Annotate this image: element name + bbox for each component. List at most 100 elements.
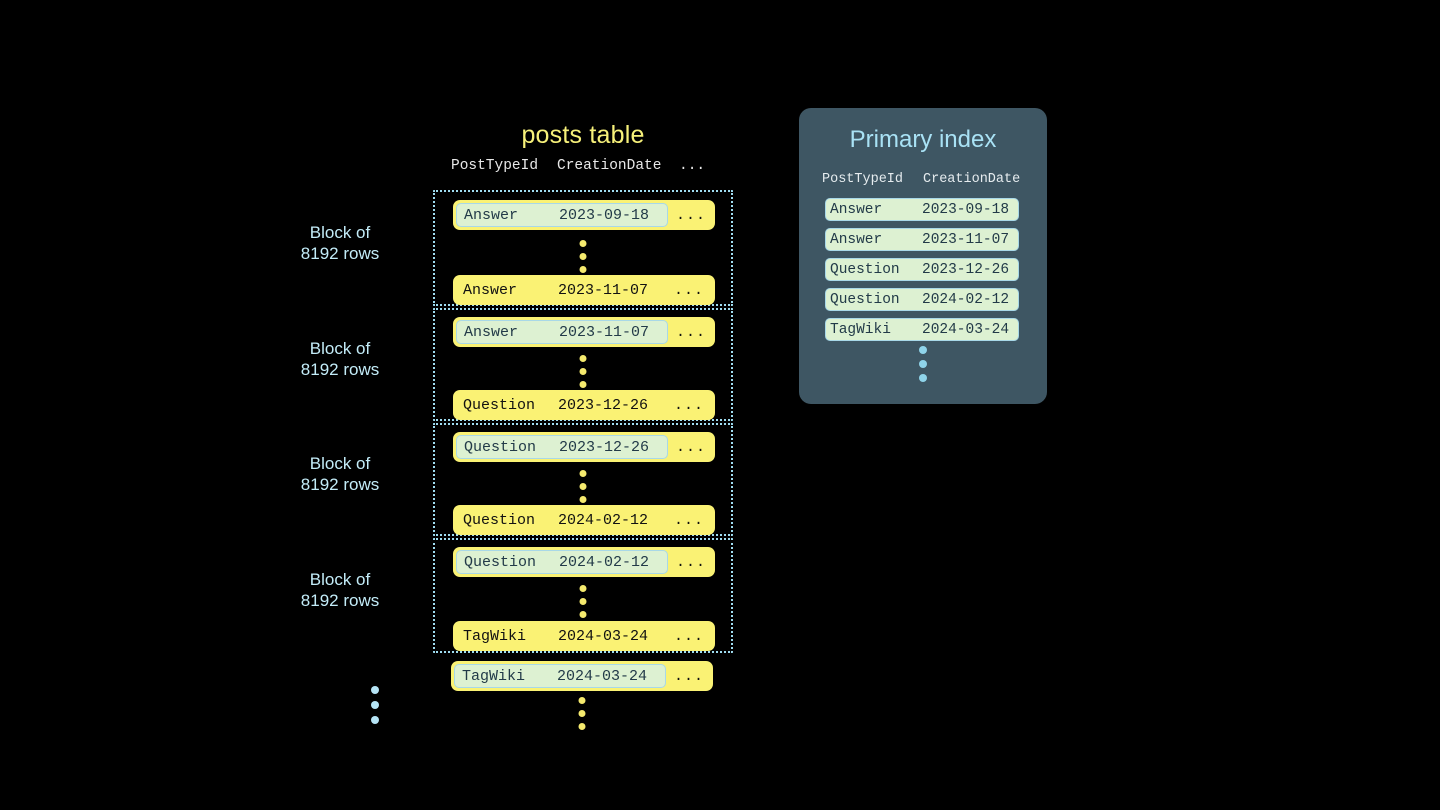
cell-ellipsis: ... [675, 438, 706, 456]
row-highlight-box: Question 2023-12-26 [456, 435, 668, 459]
cell-ellipsis: ... [673, 511, 704, 529]
cell-ellipsis: ... [675, 206, 706, 224]
cell-ellipsis: ... [673, 396, 704, 414]
dot [579, 266, 587, 273]
cell-creationdate: 2024-03-24 [557, 667, 648, 685]
dot [371, 701, 379, 709]
column-header-posttypeid: PostTypeId [822, 171, 904, 187]
posts-table-section: posts table PostTypeId CreationDate ... [433, 118, 733, 180]
block-label: Block of 8192 rows [265, 222, 415, 264]
cell-posttypeid: TagWiki [462, 667, 526, 685]
cell-creationdate: 2023-09-18 [922, 201, 1010, 218]
cell-posttypeid: Question [464, 438, 537, 456]
dot [579, 470, 587, 477]
cell-posttypeid: Answer [464, 206, 519, 224]
table-row[interactable]: Question 2024-02-12 ... [453, 505, 715, 535]
dot [578, 697, 586, 704]
dot [371, 716, 379, 724]
table-row[interactable]: Question 2023-12-26 ... [453, 432, 715, 462]
dot [579, 496, 587, 503]
dot [579, 598, 587, 605]
dot [579, 585, 587, 592]
row-highlight-box: TagWiki 2024-03-24 [454, 664, 666, 688]
dot [578, 710, 586, 717]
block-label-line1: Block of [309, 454, 371, 473]
index-row[interactable]: Question 2024-02-12 [825, 288, 1019, 311]
block-label: Block of 8192 rows [265, 453, 415, 495]
cell-ellipsis: ... [675, 323, 706, 341]
dot [579, 381, 587, 388]
block-label-line1: Block of [309, 339, 371, 358]
block-4: Question 2024-02-12 ... TagWiki 2024-03-… [301, 538, 733, 653]
index-row[interactable]: Question 2023-12-26 [825, 258, 1019, 281]
row-box: Question 2023-12-26 [456, 393, 666, 417]
primary-index-title: Primary index [849, 126, 997, 153]
block-label-line2: 8192 rows [300, 591, 380, 610]
cell-creationdate: 2023-12-26 [559, 438, 650, 456]
cell-creationdate: 2024-03-24 [922, 321, 1010, 338]
index-ellipsis-dots [919, 346, 927, 382]
dot [919, 374, 927, 382]
cell-creationdate: 2024-03-24 [558, 627, 649, 645]
cell-posttypeid: Answer [464, 323, 519, 341]
cell-posttypeid: TagWiki [830, 321, 891, 338]
table-ellipsis-dots [578, 697, 586, 730]
row-highlight-box: Answer 2023-11-07 [456, 320, 668, 344]
column-header-creationdate: CreationDate [923, 171, 1021, 187]
table-row[interactable]: Answer 2023-11-07 ... [453, 275, 715, 305]
cell-posttypeid: Question [830, 291, 900, 308]
posts-table-column-headers: PostTypeId CreationDate ... [433, 152, 733, 180]
block-ellipsis-dots [371, 686, 379, 724]
cell-ellipsis: ... [673, 281, 704, 299]
cell-posttypeid: Question [464, 553, 537, 571]
dot [579, 240, 587, 247]
column-header-creationdate: CreationDate [557, 158, 662, 174]
cell-creationdate: 2024-02-12 [922, 291, 1010, 308]
row-ellipsis-dots [579, 585, 587, 618]
cell-creationdate: 2024-02-12 [559, 553, 650, 571]
block-label: Block of 8192 rows [265, 338, 415, 380]
dot [579, 253, 587, 260]
cell-posttypeid: Answer [830, 231, 883, 248]
row-highlight-box: Answer 2023-09-18 [456, 203, 668, 227]
block-label-line2: 8192 rows [300, 244, 380, 263]
index-row[interactable]: TagWiki 2024-03-24 [825, 318, 1019, 341]
cell-posttypeid: Answer [830, 201, 883, 218]
dot [579, 611, 587, 618]
block-3: Question 2023-12-26 ... Question 2024-02… [301, 423, 733, 536]
cell-creationdate: 2023-09-18 [559, 206, 650, 224]
index-row[interactable]: Answer 2023-11-07 [825, 228, 1019, 251]
posts-table-title: posts table [521, 121, 645, 149]
block-label-line1: Block of [309, 570, 371, 589]
primary-index-rows: Answer 2023-09-18 Answer 2023-11-07 Ques… [799, 198, 1047, 341]
table-row[interactable]: Question 2023-12-26 ... [453, 390, 715, 420]
table-row-trailing[interactable]: TagWiki 2024-03-24 ... [451, 661, 713, 691]
block-1: Answer 2023-09-18 ... Answer 2023-11-07 … [301, 190, 733, 306]
row-ellipsis-dots [579, 470, 587, 503]
cell-creationdate: 2023-11-07 [558, 281, 649, 299]
dot [919, 360, 927, 368]
dot [579, 355, 587, 362]
column-header-ellipsis: ... [679, 158, 706, 174]
cell-ellipsis: ... [675, 553, 706, 571]
row-box: TagWiki 2024-03-24 [456, 624, 666, 648]
block-label-line2: 8192 rows [300, 475, 380, 494]
dot [371, 686, 379, 694]
index-row[interactable]: Answer 2023-09-18 [825, 198, 1019, 221]
block-label-line1: Block of [309, 223, 371, 242]
table-row[interactable]: Question 2024-02-12 ... [453, 547, 715, 577]
dot [578, 723, 586, 730]
cell-creationdate: 2023-12-26 [922, 261, 1010, 278]
cell-creationdate: 2024-02-12 [558, 511, 649, 529]
dot [919, 346, 927, 354]
table-row[interactable]: Answer 2023-11-07 ... [453, 317, 715, 347]
table-row[interactable]: TagWiki 2024-03-24 ... [453, 621, 715, 651]
block-label: Block of 8192 rows [265, 569, 415, 611]
row-ellipsis-dots [579, 355, 587, 388]
table-row[interactable]: Answer 2023-09-18 ... [453, 200, 715, 230]
cell-posttypeid: Question [463, 511, 536, 529]
block-2: Answer 2023-11-07 ... Question 2023-12-2… [301, 308, 733, 421]
cell-ellipsis: ... [673, 627, 704, 645]
cell-posttypeid: TagWiki [463, 627, 527, 645]
row-box: Question 2024-02-12 [456, 508, 666, 532]
